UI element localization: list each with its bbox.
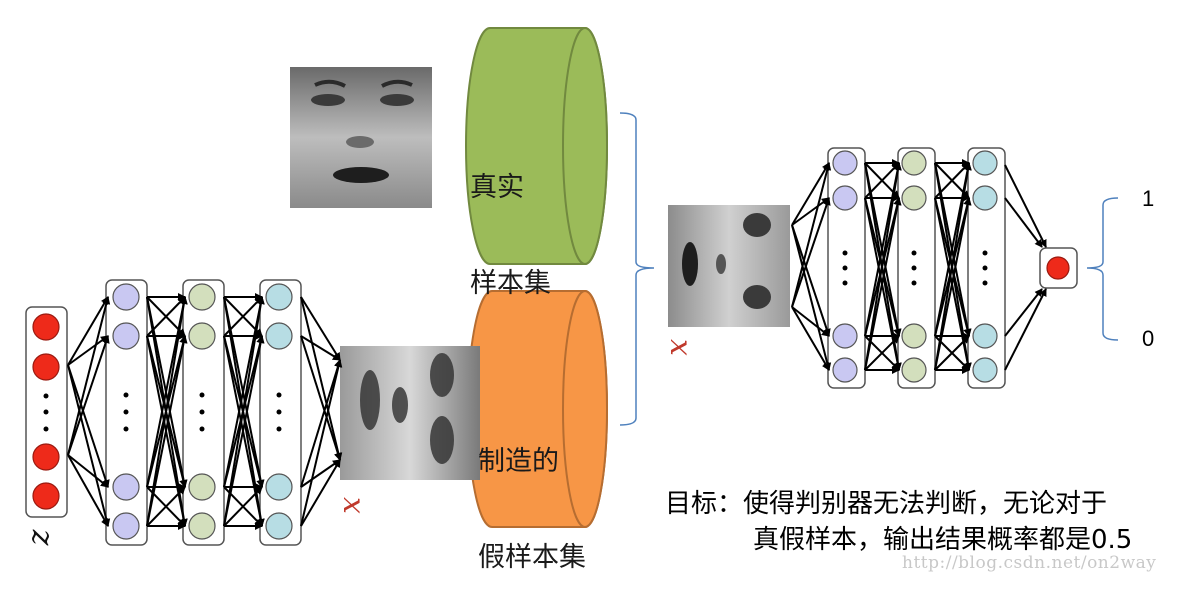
discriminator-input-symbol: x xyxy=(662,339,698,356)
fake-set-label: 制造的 假样本集 xyxy=(478,382,586,606)
goal-line1-text: 使得判别器无法判断，无论对于 xyxy=(743,489,1108,519)
generated-face-image xyxy=(340,346,480,480)
fake-set-label-line1: 制造的 xyxy=(478,446,559,477)
real-set-label-line1: 真实 xyxy=(470,172,524,203)
real-set-label-line2: 样本集 xyxy=(470,268,551,299)
goal-line-1: 目标：使得判别器无法判断，无论对于 xyxy=(665,486,1132,522)
discriminator-input-face xyxy=(668,205,790,327)
output-label-real: 1 xyxy=(1142,186,1155,211)
generator-input-symbol: z xyxy=(24,529,60,546)
merge-brace xyxy=(619,112,655,426)
generator-network xyxy=(25,279,343,546)
goal-prefix: 目标： xyxy=(665,489,744,519)
goal-line-2: 真假样本，输出结果概率都是0.5 xyxy=(753,525,1133,555)
output-label-fake: 0 xyxy=(1142,326,1155,351)
output-brace xyxy=(1086,197,1119,341)
generator-output-symbol: x xyxy=(335,497,371,514)
watermark: http://blog.csdn.net/on2way xyxy=(902,553,1157,573)
real-set-label: 真实 样本集 xyxy=(470,108,551,332)
goal-text: 目标：使得判别器无法判断，无论对于 真假样本，输出结果概率都是0.5 xyxy=(665,486,1132,558)
real-sample-set-cylinder xyxy=(465,27,608,265)
fake-set-label-line2: 假样本集 xyxy=(478,542,586,573)
real-face-image xyxy=(290,67,432,208)
discriminator-network xyxy=(791,147,1078,389)
